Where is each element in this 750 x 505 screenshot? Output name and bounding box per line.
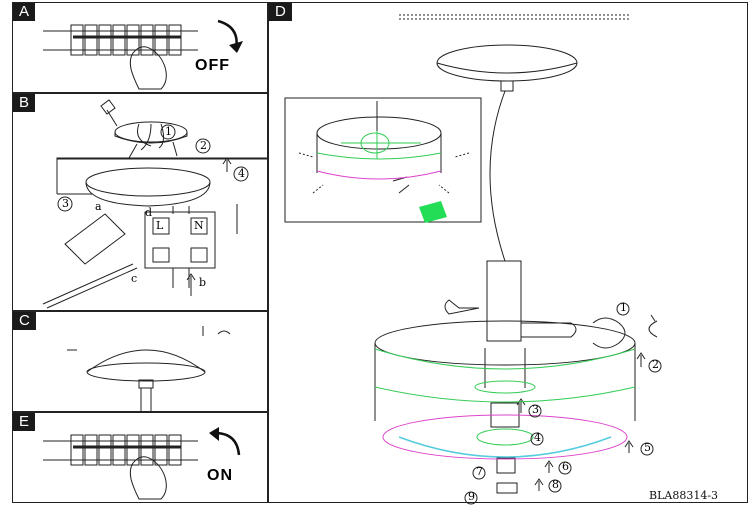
panel-d-tag: D [269, 3, 292, 21]
screwdriver-long [42, 263, 138, 309]
terminal-n-label: N [194, 219, 204, 232]
letter-c-label: c [131, 272, 138, 285]
on-label: ON [207, 467, 233, 484]
circuit-breakers [70, 24, 182, 56]
pendant-lamp-diagram [284, 14, 662, 505]
lamp-shade-top [374, 320, 636, 366]
off-label: OFF [195, 57, 230, 74]
step-3-label: 3 [532, 403, 539, 416]
letter-b-label: b [199, 276, 207, 289]
ceiling-hatch [399, 14, 629, 20]
breaker-panel-off [43, 19, 243, 90]
step-8-label: 8 [552, 478, 559, 491]
hand-icon [129, 456, 167, 500]
step-circles [464, 302, 662, 505]
panel-b: B 1 2 4 3 L N a d c b [12, 93, 270, 311]
canopy-cover [85, 167, 211, 197]
screw-icon [67, 330, 231, 351]
panel-b-tag: B [13, 94, 36, 112]
letter-a-label: a [95, 200, 102, 213]
panel-d: D [268, 2, 748, 505]
step-2-label: 2 [200, 139, 207, 152]
ceiling-canopy [436, 44, 578, 82]
green-hand-icon [419, 201, 447, 223]
step-4-label: 4 [534, 431, 541, 444]
breaker-panel-on [43, 427, 241, 500]
panel-e-tag: E [13, 413, 36, 431]
terminal-l-label: L [156, 219, 164, 232]
tool-strip [64, 213, 126, 265]
step-3-label: 3 [62, 197, 69, 210]
step-2-label: 2 [652, 358, 659, 371]
lamp-body-tube [486, 260, 522, 342]
panel-a: A OFF [12, 2, 268, 93]
wiring-illustration [42, 99, 270, 309]
panel-c: C [12, 311, 268, 412]
step-1-label: 1 [165, 125, 172, 138]
connector-block [144, 211, 216, 269]
hand-icon [129, 46, 167, 90]
bulb-icon [592, 317, 626, 349]
step-6-label: 6 [562, 460, 569, 473]
suspension-cable [489, 90, 506, 262]
model-code: BLA88314-3 [649, 489, 719, 502]
letter-d-label: d [145, 206, 153, 219]
screwdriver-icon [100, 99, 118, 127]
panel-a-tag: A [13, 3, 36, 21]
step-7-label: 7 [476, 465, 483, 478]
panel-e: E ON [12, 412, 268, 503]
step-9-label: 9 [468, 490, 475, 503]
panel-c-tag: C [13, 312, 36, 330]
screw-icon [128, 141, 178, 159]
detail-inset [284, 97, 482, 223]
canopy-assembly [67, 326, 231, 412]
step-4-label: 4 [238, 167, 245, 180]
step-5-label: 5 [644, 441, 651, 454]
step-1-label: 1 [620, 301, 627, 314]
